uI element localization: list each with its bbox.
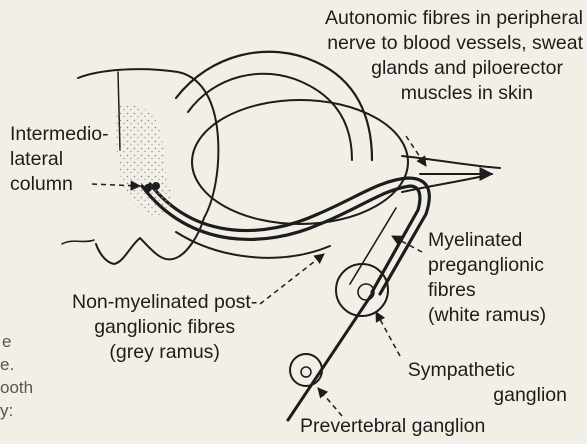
peripheral-nerve-upper xyxy=(402,156,500,168)
intermediolateral-column xyxy=(116,104,172,216)
cord-edge-left xyxy=(62,240,94,244)
ventral-root-outer xyxy=(176,232,330,258)
grey-ramus xyxy=(350,208,396,284)
leader-autonomic xyxy=(406,136,426,166)
leader-sympathetic xyxy=(376,312,400,356)
cropped-edge-text: e e. ooth y: xyxy=(0,330,33,422)
label-prevertebral-ganglion: Prevertebral ganglion xyxy=(300,414,485,439)
white-ramus-outer xyxy=(142,186,420,292)
prevertebral-ganglion xyxy=(290,354,322,386)
label-autonomic-fibres: Autonomic fibres in peripheral nerve to … xyxy=(325,6,583,106)
leader-nonmyelinated xyxy=(260,254,324,304)
label-non-myelinated-postganglionic: Non-myelinated post- ganglionic fibres (… xyxy=(72,290,257,365)
label-myelinated-preganglionic: Myelinated preganglionic fibres (white r… xyxy=(428,228,546,328)
dorsal-root-ganglion xyxy=(192,100,408,224)
label-sympathetic-ganglion: Sympathetic ganglion xyxy=(408,358,567,408)
leader-prevertebral xyxy=(318,388,342,416)
label-intermediolateral-column: Intermedio- lateral column xyxy=(10,122,109,197)
